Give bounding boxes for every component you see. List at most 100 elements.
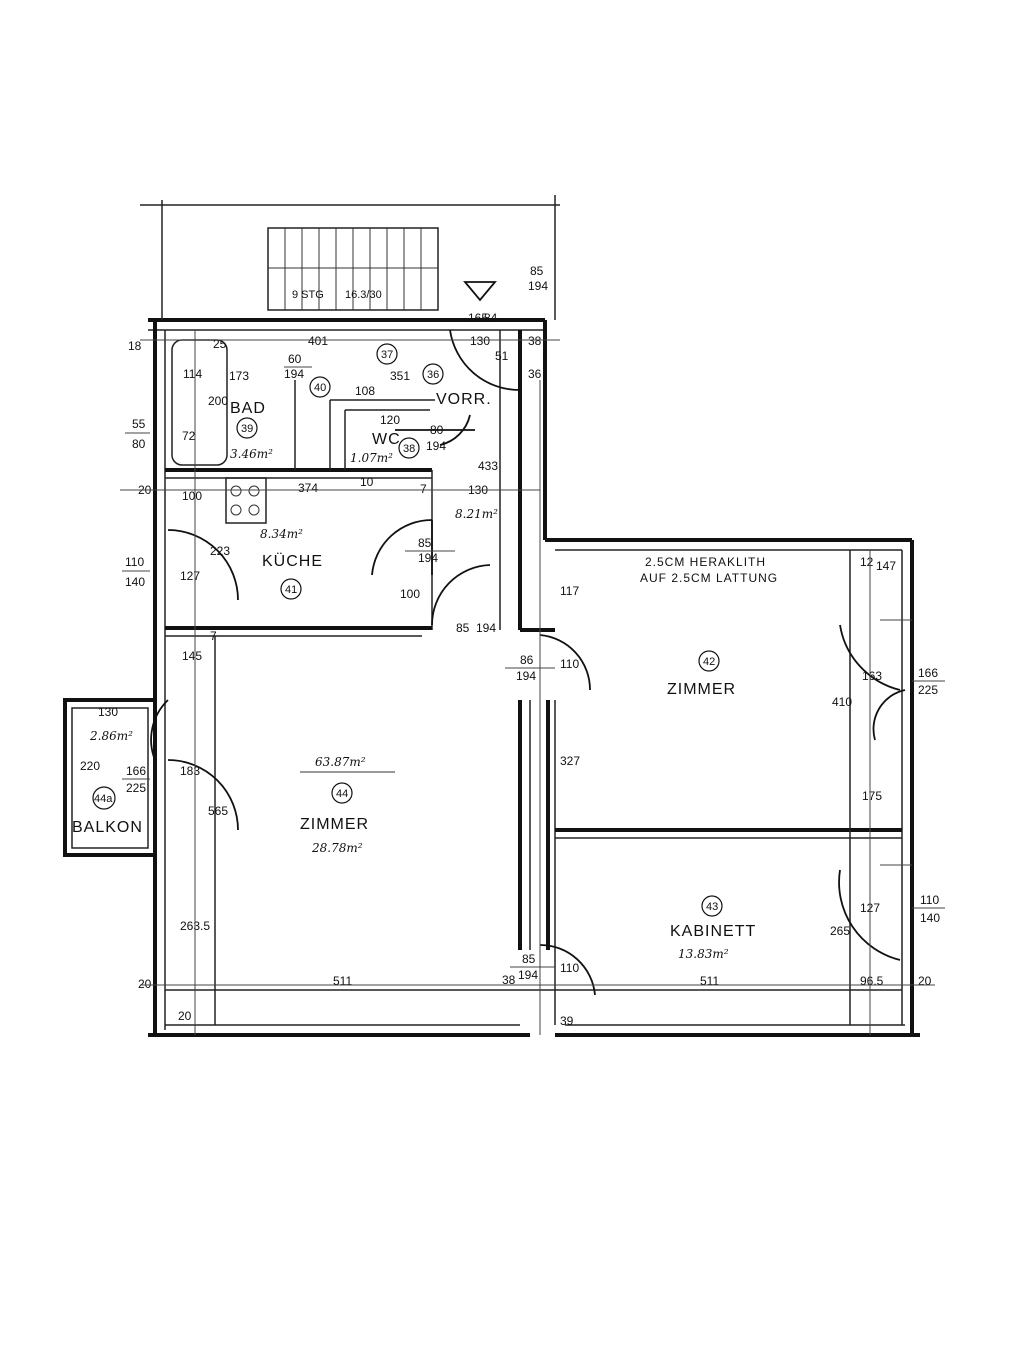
- room-label-zimmer44: ZIMMER: [300, 816, 369, 833]
- stairs: 9 STG 16.3/30: [267, 227, 497, 311]
- room-number-badge-36: [422, 363, 444, 385]
- dim-label: 39: [560, 1014, 574, 1028]
- dim-label: 12: [860, 555, 874, 569]
- dim-label: 147: [876, 559, 896, 573]
- dim-label: 20: [918, 974, 932, 988]
- dim-label: 85: [456, 621, 470, 635]
- dim-label: 194: [528, 279, 548, 293]
- dim-label: 225: [126, 781, 146, 795]
- dim-label: 85: [522, 952, 536, 966]
- dim-label: 130: [98, 705, 118, 719]
- dim-label: 18: [128, 339, 142, 353]
- dim-label: 194: [426, 439, 446, 453]
- dim-label: 183: [180, 764, 200, 778]
- dim-label: 220: [80, 759, 100, 773]
- dim-label: 265: [830, 924, 850, 938]
- dim-label: 80: [132, 437, 146, 451]
- dim-label: 194: [284, 367, 304, 381]
- dim-label: 225: [918, 683, 938, 697]
- dim-label: 374: [298, 481, 318, 495]
- dim-label: 84: [484, 311, 498, 325]
- dim-label: 410: [832, 695, 852, 709]
- room-area-vorr: 8.21m²: [455, 507, 498, 521]
- room-number-zimmer42: 42: [703, 656, 715, 668]
- note-heraklith-line2: AUF 2.5CM LATTUNG: [640, 571, 778, 585]
- room-number-kueche: 41: [285, 584, 297, 596]
- dim-label: 175: [862, 789, 882, 803]
- dim-label: 110: [920, 893, 939, 907]
- room-labels: BAD 39 3.46m² 37 40 WC 38 1.07m² 36 VORR…: [72, 343, 778, 961]
- dim-label: 117: [560, 584, 579, 598]
- dim-label: 86: [520, 653, 534, 667]
- dim-label: 55: [132, 417, 146, 431]
- dim-label: 36: [528, 367, 542, 381]
- room-number-badge-44a: [92, 786, 116, 810]
- dim-label: 173: [229, 369, 249, 383]
- room-label-kueche: KÜCHE: [262, 552, 323, 570]
- room-area-wc: 1.07m²: [350, 451, 393, 465]
- stairs-label: 9 STG: [292, 289, 324, 301]
- dim-label: 72: [182, 429, 196, 443]
- room-number-balkon: 44a: [94, 793, 113, 805]
- room-number-badge-38: [398, 437, 420, 459]
- stairs-dimension: 16.3/30: [345, 289, 382, 301]
- dim-label: 96.5: [860, 974, 884, 988]
- room-area-balkon: 2.86m²: [89, 729, 133, 743]
- room-area-bad: 3.46m²: [230, 447, 273, 461]
- dim-label: 200: [208, 394, 228, 408]
- room-number-badge-37: [376, 343, 398, 365]
- room-area-kabinett: 13.83m²: [678, 947, 729, 961]
- room-number-zimmer44: 44: [336, 788, 348, 800]
- room-number-badge-43: [701, 895, 723, 917]
- dim-label: 100: [400, 587, 420, 601]
- dim-label: 80: [430, 423, 444, 437]
- dim-label: 100: [182, 489, 202, 503]
- dim-label: 38: [528, 334, 542, 348]
- interior-walls: [165, 330, 902, 1025]
- dimension-lines: [120, 330, 935, 1035]
- dim-label: 194: [418, 551, 438, 565]
- room-label-bad: BAD: [230, 400, 266, 417]
- dim-label: 166: [126, 764, 146, 778]
- dim-label: 163: [862, 669, 882, 683]
- room-number-badge-42: [698, 650, 720, 672]
- dim-label: 110: [560, 657, 579, 671]
- room-number-40: 40: [314, 382, 326, 394]
- dim-label: 327: [560, 754, 580, 768]
- dim-label: 165: [468, 311, 488, 325]
- dim-label: 10: [360, 475, 374, 489]
- dim-label: 85: [530, 264, 544, 278]
- room-number-kabinett: 43: [706, 901, 718, 913]
- room-label-kabinett: KABINETT: [670, 923, 756, 940]
- balcony: [63, 698, 157, 857]
- dim-label: 20: [138, 977, 152, 991]
- room-area-kueche: 8.34m²: [260, 527, 303, 541]
- dim-label: 194: [476, 621, 496, 635]
- dim-label: 166: [918, 666, 938, 680]
- dim-label: 223: [210, 544, 230, 558]
- room-number-wc: 38: [403, 443, 415, 455]
- dim-label: 114: [183, 367, 202, 381]
- room-area-zimmer44: 28.78m²: [311, 841, 363, 855]
- room-number-badge-41: [280, 578, 302, 600]
- room-number-badge-39: [236, 417, 258, 439]
- room-label-wc: WC: [372, 431, 401, 448]
- dim-label: 25: [213, 337, 227, 351]
- total-area: 63.87m²: [315, 755, 366, 769]
- dim-label: 120: [380, 413, 400, 427]
- dim-label: 7: [210, 629, 217, 643]
- dim-label: 60: [288, 352, 302, 366]
- note-heraklith-line1: 2.5CM HERAKLITH: [645, 555, 766, 569]
- dim-label: 130: [470, 334, 490, 348]
- dim-label: 38: [502, 973, 516, 987]
- doors: [150, 329, 906, 996]
- room-number-bad: 39: [241, 423, 253, 435]
- room-number-vorr: 36: [427, 369, 439, 381]
- dim-label: 140: [125, 575, 145, 589]
- dim-label: 145: [182, 649, 202, 663]
- room-label-balkon: BALKON: [72, 819, 143, 836]
- dim-label: 85: [418, 536, 432, 550]
- dim-label: 511: [333, 974, 352, 988]
- outer-walls: [140, 195, 920, 1037]
